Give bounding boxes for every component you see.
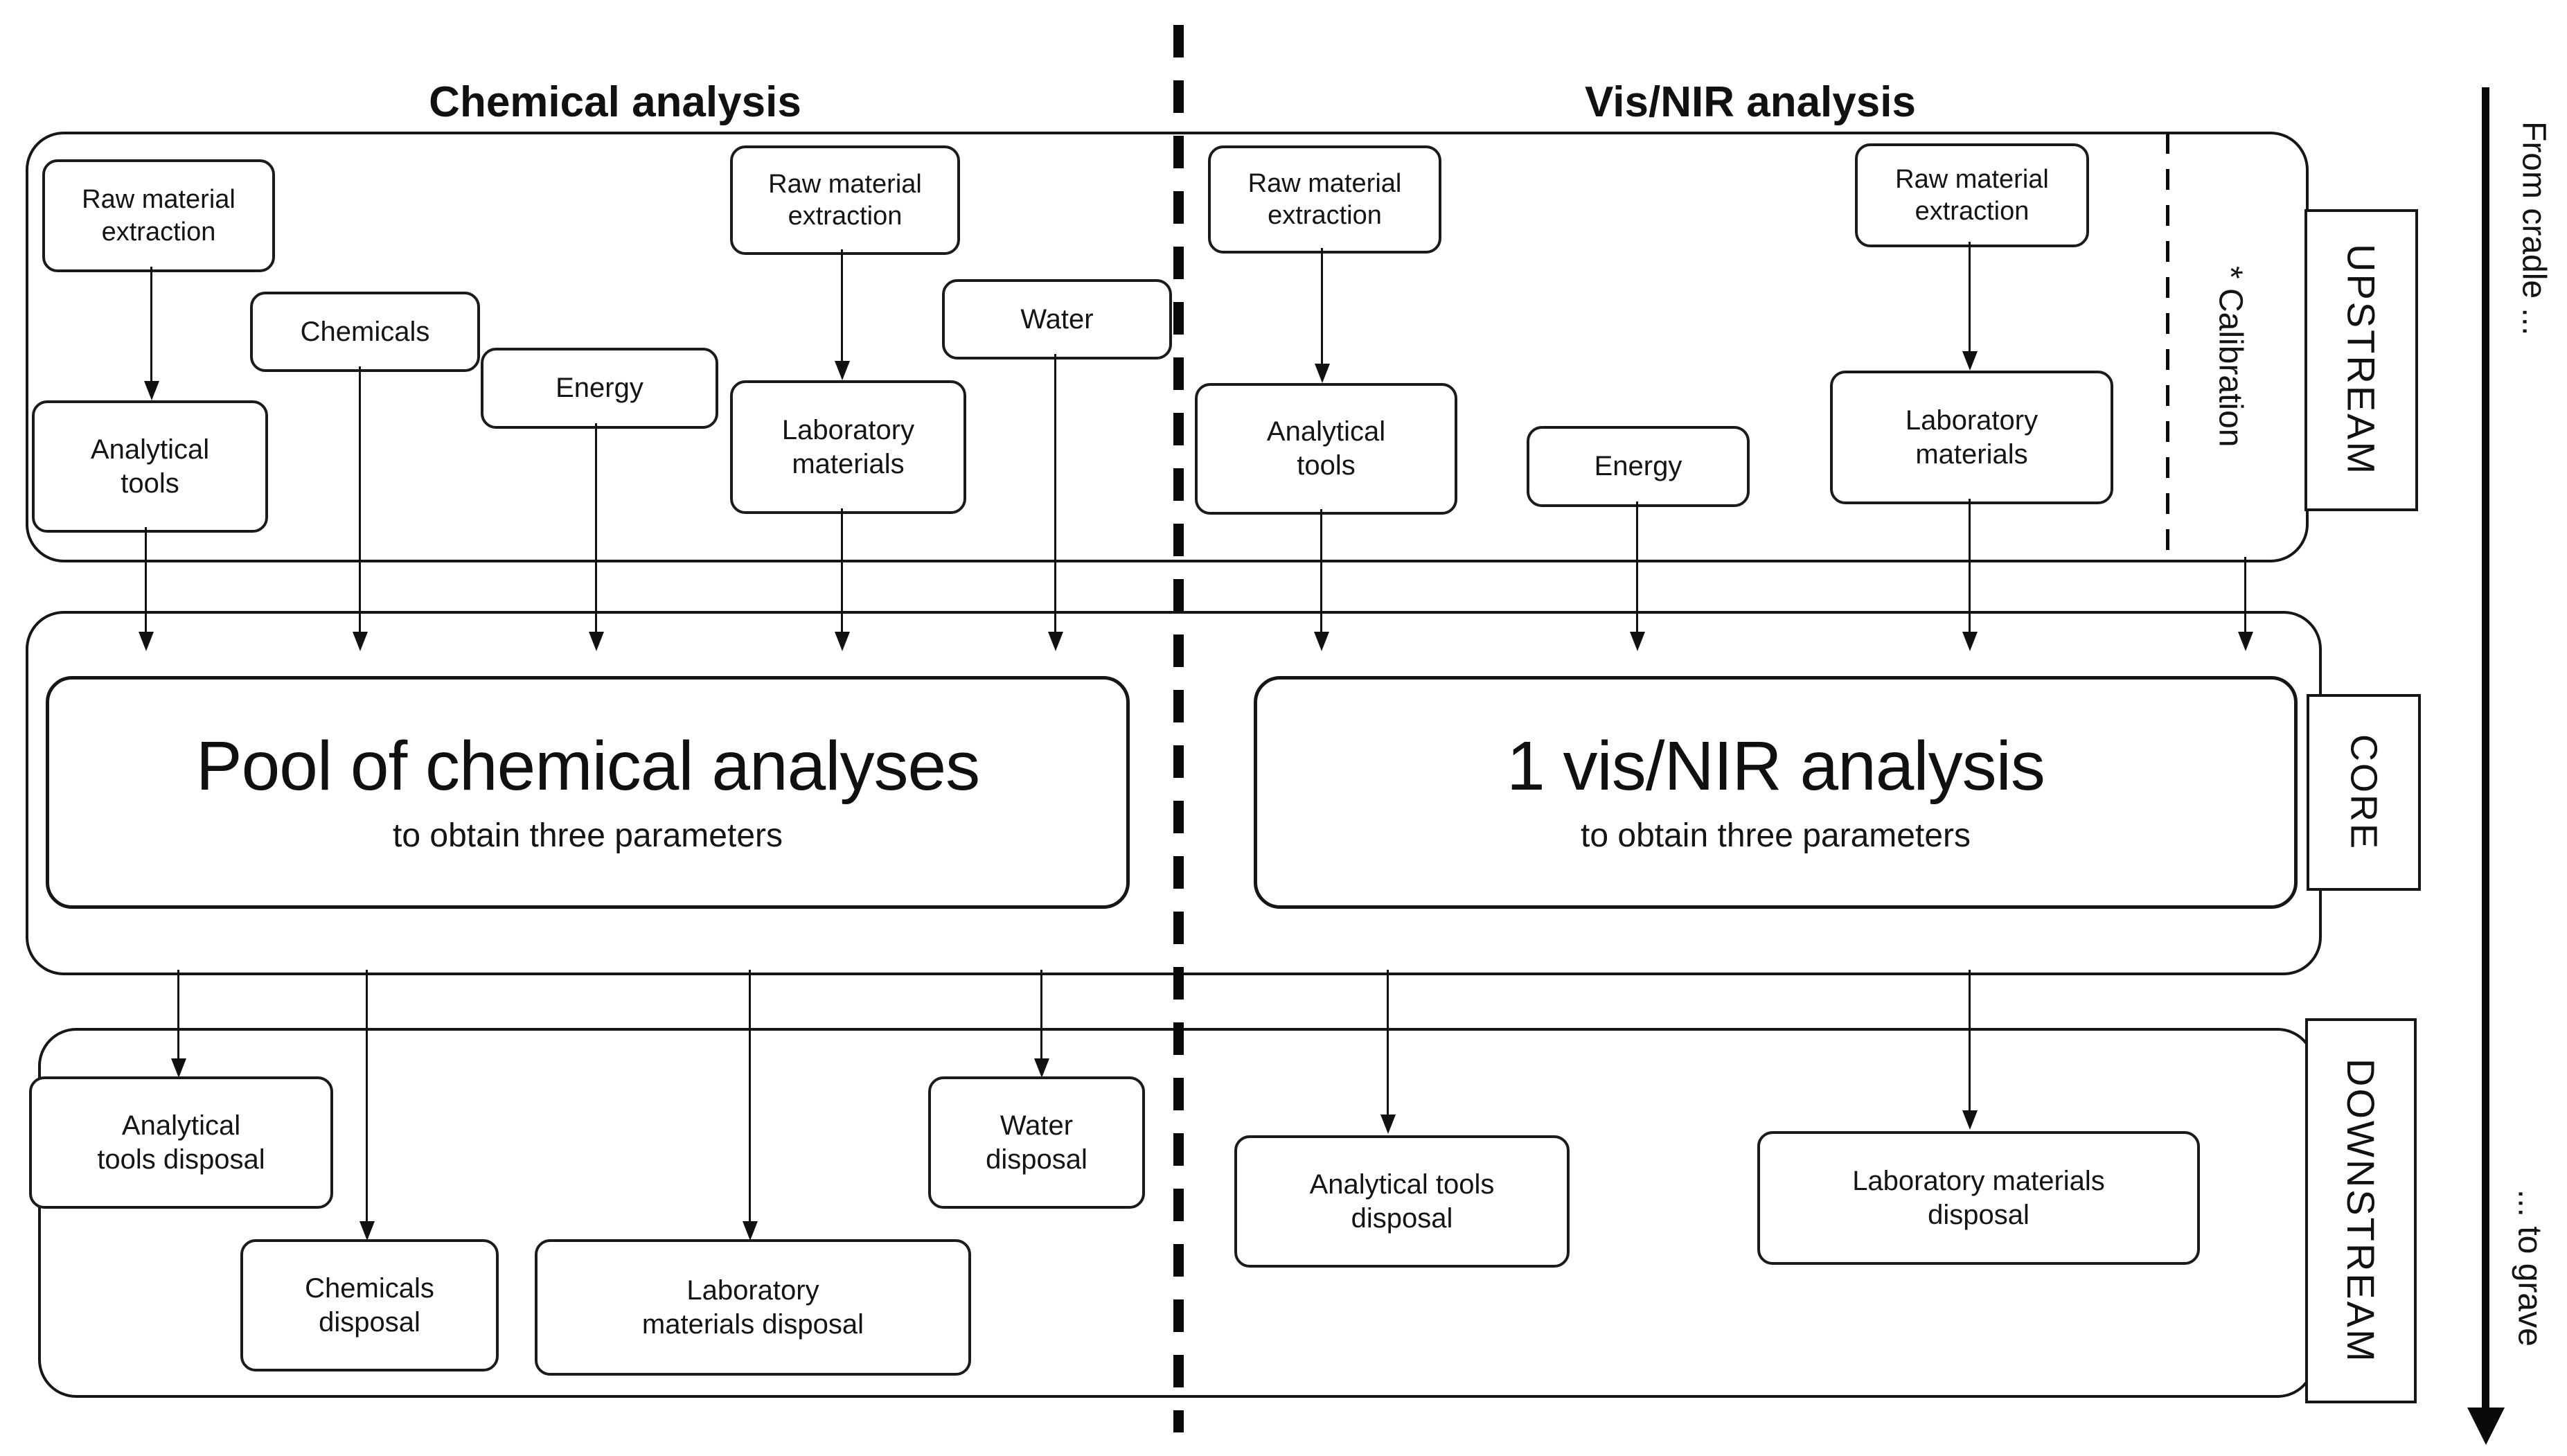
arrow-core-to-chem-chemicals-disposal-head xyxy=(359,1221,375,1241)
arrow-visnir-labmaterials-to-core xyxy=(1969,499,1971,632)
arrow-visnir-analytical-to-core xyxy=(1320,509,1322,632)
arrow-chem-labmaterials-to-core-head xyxy=(835,632,850,651)
core-box-visnir: 1 vis/NIR analysis to obtain three param… xyxy=(1254,676,2298,909)
arrow-visnir-energy-to-core xyxy=(1636,501,1638,632)
core-title-chemical: Pool of chemical analyses xyxy=(195,727,980,805)
node-visnir-energy: Energy xyxy=(1527,426,1750,507)
arrow-core-to-chem-water-disposal-head xyxy=(1034,1058,1049,1078)
arrow-visnir-energy-to-core-head xyxy=(1630,632,1645,651)
stage-label-core: CORE xyxy=(2307,694,2421,891)
core-subtitle-chemical: to obtain three parameters xyxy=(393,817,783,854)
node-chem-laboratory-materials-disposal: Laboratory materials disposal xyxy=(535,1239,971,1376)
node-chem-water-disposal: Water disposal xyxy=(928,1076,1145,1209)
arrow-visnir-raw2-to-labmaterials-head xyxy=(1962,351,1978,371)
arrow-core-to-chem-lab-disposal-head xyxy=(743,1221,758,1241)
arrow-core-to-chem-lab-disposal xyxy=(749,970,751,1221)
arrow-visnir-raw2-to-labmaterials xyxy=(1969,242,1971,351)
arrow-chem-chemicals-to-core-head xyxy=(353,632,368,651)
node-chem-chemicals: Chemicals xyxy=(250,292,480,372)
flow-label-from-cradle: From cradle ... xyxy=(2515,121,2552,336)
arrow-chem-energy-to-core xyxy=(595,423,597,632)
arrow-chem-energy-to-core-head xyxy=(589,632,604,651)
core-box-chemical: Pool of chemical analyses to obtain thre… xyxy=(46,676,1130,909)
arrow-calibration-to-core xyxy=(2244,557,2246,632)
arrow-core-to-visnir-lab-disposal-head xyxy=(1962,1110,1978,1130)
arrow-core-to-visnir-analytical-disposal xyxy=(1387,970,1389,1115)
arrow-calibration-to-core-head xyxy=(2238,632,2253,651)
arrow-core-to-visnir-lab-disposal xyxy=(1969,970,1971,1110)
arrow-core-to-chem-water-disposal xyxy=(1040,970,1042,1058)
node-visnir-analytical-tools-disposal: Analytical tools disposal xyxy=(1234,1135,1570,1268)
node-visnir-laboratory-materials: Laboratory materials xyxy=(1830,371,2113,504)
node-visnir-raw-material-1: Raw material extraction xyxy=(1208,145,1441,254)
node-chem-laboratory-materials: Laboratory materials xyxy=(730,380,966,514)
arrow-core-to-chem-analytical-disposal-head xyxy=(171,1058,186,1078)
node-visnir-raw-material-2: Raw material extraction xyxy=(1855,143,2089,247)
arrow-chem-raw1-to-analytical xyxy=(150,267,152,381)
node-chem-analytical-tools: Analytical tools xyxy=(32,400,268,533)
method-divider-dashed-line xyxy=(1173,25,1184,1432)
column-header-chemical: Chemical analysis xyxy=(429,78,801,126)
cradle-to-grave-arrow xyxy=(2482,87,2489,1409)
arrow-core-to-chem-analytical-disposal xyxy=(177,970,179,1058)
arrow-chem-raw2-to-labmaterials-head xyxy=(835,361,850,380)
cradle-to-grave-arrowhead xyxy=(2467,1408,2505,1445)
arrow-visnir-raw1-to-analytical-head xyxy=(1315,364,1330,383)
calibration-note: * Calibration xyxy=(2212,266,2249,447)
node-chem-water: Water xyxy=(942,279,1172,359)
arrow-visnir-raw1-to-analytical xyxy=(1321,248,1323,364)
core-subtitle-visnir: to obtain three parameters xyxy=(1581,817,1971,854)
arrow-chem-water-to-core-head xyxy=(1048,632,1063,651)
flow-label-to-grave: ... to grave xyxy=(2511,1189,2548,1347)
stage-label-downstream: DOWNSTREAM xyxy=(2305,1018,2417,1403)
arrow-chem-raw1-to-analytical-head xyxy=(144,381,159,400)
node-visnir-laboratory-materials-disposal: Laboratory materials disposal xyxy=(1757,1131,2200,1265)
core-title-visnir: 1 vis/NIR analysis xyxy=(1507,727,2045,805)
arrow-chem-analytical-to-core-head xyxy=(139,632,154,651)
node-chem-raw-material-2: Raw material extraction xyxy=(730,145,960,255)
column-header-visnir: Vis/NIR analysis xyxy=(1585,78,1916,126)
arrow-chem-labmaterials-to-core xyxy=(841,508,843,632)
arrow-visnir-analytical-to-core-head xyxy=(1314,632,1329,651)
arrow-chem-analytical-to-core xyxy=(145,527,147,632)
node-visnir-analytical-tools: Analytical tools xyxy=(1195,383,1457,515)
arrow-chem-chemicals-to-core xyxy=(359,366,361,632)
node-chem-raw-material-1: Raw material extraction xyxy=(42,159,275,272)
node-chem-energy: Energy xyxy=(481,348,718,429)
node-chem-analytical-tools-disposal: Analytical tools disposal xyxy=(29,1076,333,1209)
arrow-core-to-visnir-analytical-disposal-head xyxy=(1380,1115,1396,1134)
calibration-divider-dashed-line xyxy=(2166,133,2169,557)
node-chem-chemicals-disposal: Chemicals disposal xyxy=(240,1239,499,1371)
arrow-chem-raw2-to-labmaterials xyxy=(841,249,843,361)
stage-label-upstream: UPSTREAM xyxy=(2304,209,2418,511)
arrow-visnir-labmaterials-to-core-head xyxy=(1962,632,1978,651)
arrow-chem-water-to-core xyxy=(1054,354,1056,632)
arrow-core-to-chem-chemicals-disposal xyxy=(366,970,368,1221)
